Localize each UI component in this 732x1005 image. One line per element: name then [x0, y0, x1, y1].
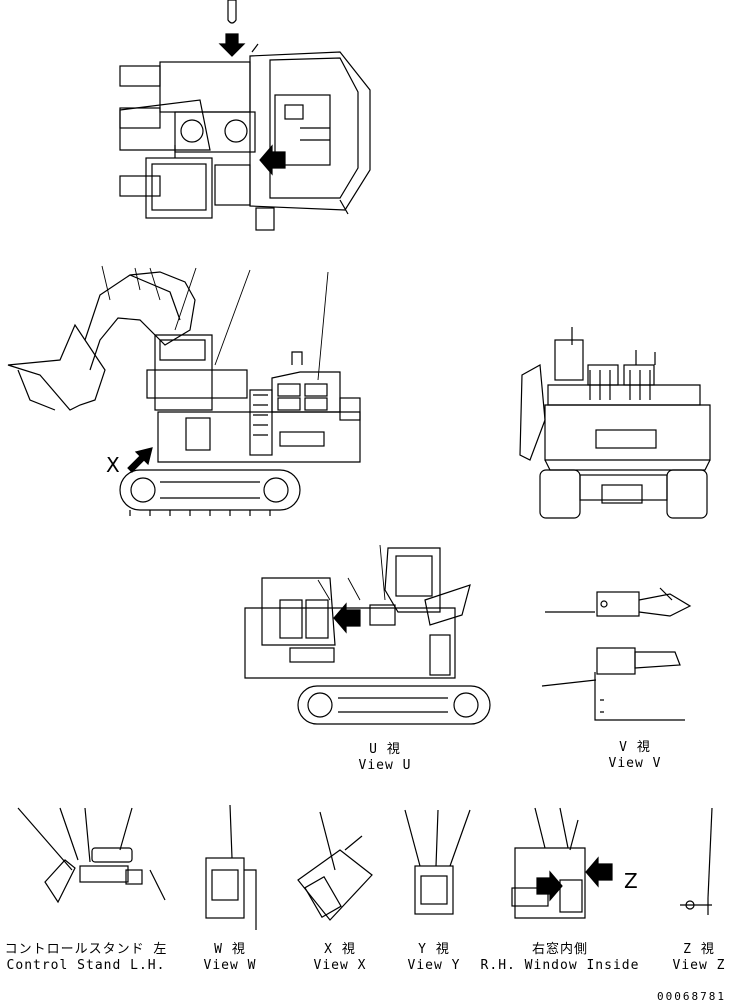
- callout-z: Z: [624, 869, 638, 893]
- label-view-z-jp: Z 視: [683, 942, 715, 957]
- control-stand-drawing: [17, 807, 166, 904]
- label-view-u: U 視 View U: [340, 742, 430, 774]
- arrow-left-icon: [333, 602, 361, 634]
- rear-view: [519, 327, 711, 519]
- arrow-left-icon: [259, 144, 286, 176]
- label-view-x: X 視 View X: [300, 942, 380, 974]
- label-view-w-en: View W: [203, 958, 257, 973]
- label-view-z-en: View Z: [672, 958, 726, 973]
- view-v-drawing: [541, 587, 692, 721]
- label-control-stand: コントロールスタンド 左 Control Stand L.H.: [2, 942, 170, 974]
- label-rh-window-en: R.H. Window Inside: [480, 958, 640, 973]
- crawler-track: [119, 469, 301, 511]
- label-rh-window-jp: 右窓内側: [531, 942, 588, 957]
- arrow-left-icon: [585, 856, 613, 888]
- label-view-z: Z 視 View Z: [666, 942, 732, 974]
- document-number: 00068781: [657, 990, 726, 1003]
- label-rh-window: 右窓内側 R.H. Window Inside: [478, 942, 642, 974]
- label-control-stand-jp: コントロールスタンド 左: [4, 942, 168, 957]
- callout-x: X: [106, 453, 120, 477]
- label-view-w: W 視 View W: [190, 942, 270, 974]
- view-u-drawing: [244, 544, 491, 725]
- label-control-stand-en: Control Stand L.H.: [6, 958, 166, 973]
- rh-window-drawing: [511, 807, 613, 919]
- label-view-x-jp: X 視: [324, 942, 356, 957]
- view-z-drawing: [680, 807, 713, 915]
- side-view-left: [7, 265, 361, 516]
- arrow-right-icon: [536, 870, 563, 902]
- label-view-u-en: View U: [358, 758, 412, 773]
- label-view-v-jp: V 視: [619, 740, 651, 755]
- crawler-track: [297, 685, 491, 725]
- label-view-y-en: View Y: [407, 958, 461, 973]
- label-view-x-en: View X: [313, 958, 367, 973]
- top-plan-view: [119, 0, 371, 231]
- arrow-right-icon: [127, 447, 153, 473]
- label-view-v: V 視 View V: [590, 740, 680, 772]
- label-view-v-en: View V: [608, 756, 662, 771]
- view-x-drawing: [297, 811, 373, 921]
- label-view-y: Y 視 View Y: [394, 942, 474, 974]
- label-view-y-jp: Y 視: [418, 942, 450, 957]
- view-w-drawing: [205, 804, 257, 930]
- view-y-drawing: [404, 809, 471, 915]
- label-view-w-jp: W 視: [214, 942, 246, 957]
- arrow-down-icon: [218, 33, 246, 57]
- label-view-u-jp: U 視: [369, 742, 401, 757]
